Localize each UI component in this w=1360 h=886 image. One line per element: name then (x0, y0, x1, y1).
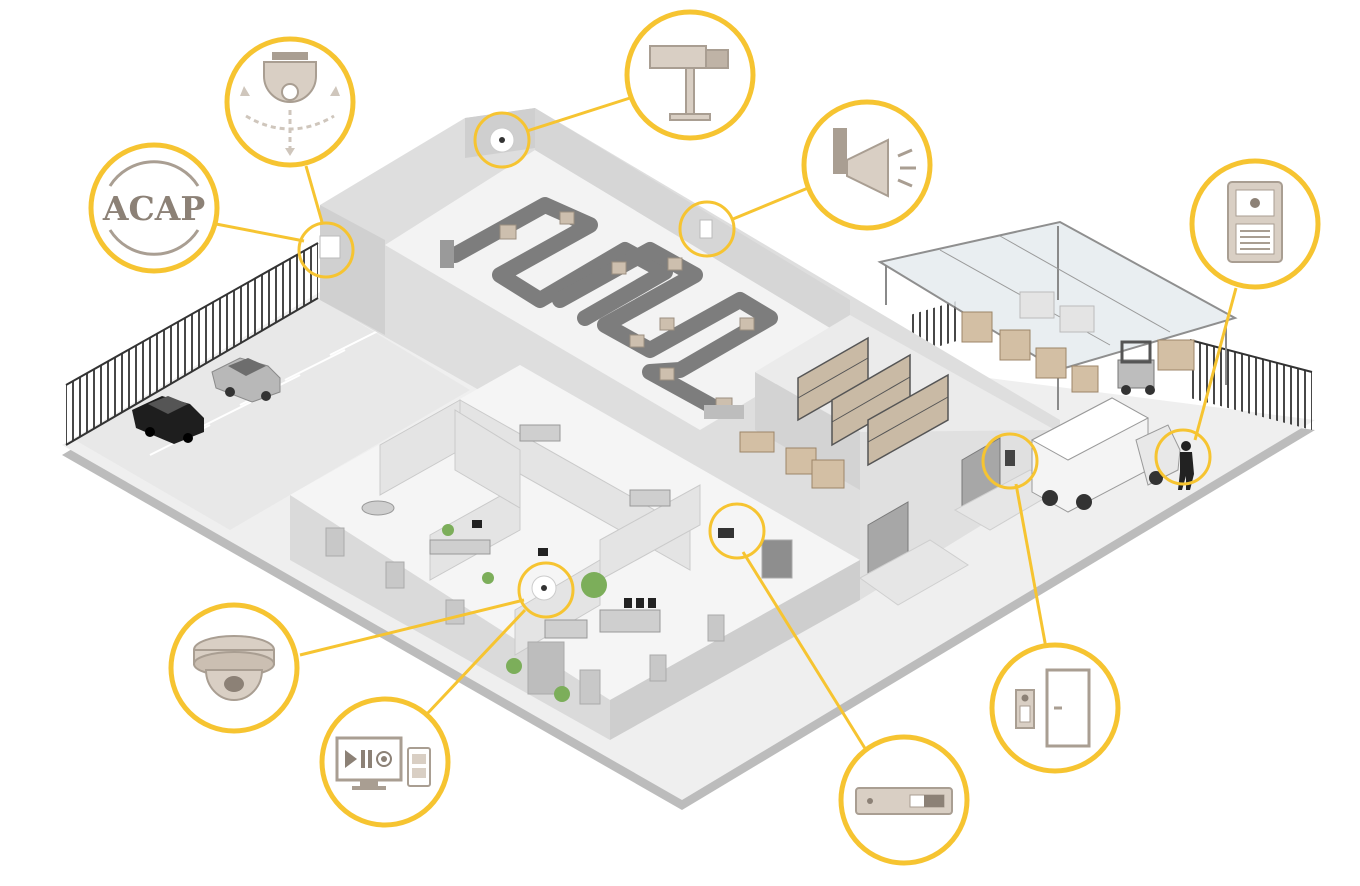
callout-horn-speaker[interactable] (801, 99, 933, 231)
callout-video-management[interactable] (319, 696, 451, 828)
intercom-icon (1227, 181, 1283, 263)
callout-dome-camera[interactable] (168, 602, 300, 734)
acap-label: ACAP (102, 189, 205, 228)
video-management-icon (335, 736, 431, 790)
door-controller-icon (1015, 668, 1091, 748)
delivery-truck (1030, 397, 1181, 513)
box-camera-icon (649, 45, 729, 121)
callout-acap[interactable]: ACAP (88, 142, 220, 274)
callout-video-recorder[interactable] (838, 734, 970, 866)
person-walking (1178, 441, 1194, 490)
outdoor-canopy (877, 220, 1238, 410)
perimeter-fence-right (910, 300, 1313, 430)
ptz-camera-icon (240, 52, 340, 156)
device-markers (319, 127, 1015, 601)
callout-ptz-camera[interactable] (224, 36, 356, 168)
pallets (739, 431, 845, 489)
car-black (132, 396, 204, 444)
dome-camera-icon (193, 635, 275, 701)
horn-speaker-icon (833, 128, 916, 198)
packing-station (440, 240, 744, 419)
callout-leaders (215, 96, 1238, 751)
forklift (1117, 340, 1155, 395)
callout-intercom[interactable] (1189, 158, 1321, 290)
car-silver (211, 357, 281, 403)
callout-box-camera[interactable] (624, 9, 756, 141)
perimeter-fence-left (65, 242, 319, 446)
network-video-recorder-icon (855, 787, 953, 815)
callout-door-controller[interactable] (989, 642, 1121, 774)
storage-shelves (797, 336, 949, 467)
target-rings (297, 111, 1212, 619)
acap-logo-icon: ACAP (102, 160, 205, 256)
